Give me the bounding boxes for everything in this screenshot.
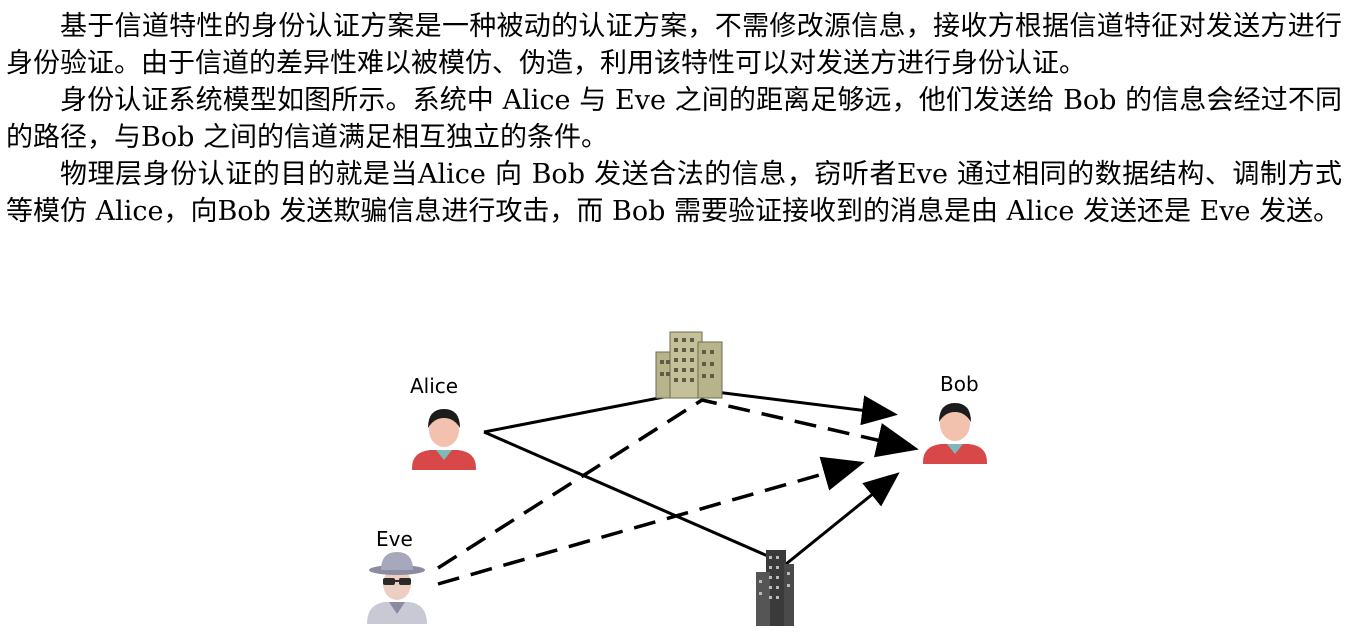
bob-label: Bob [940,372,979,396]
bottom-skyscraper-icon [756,550,794,626]
path-eve-direct [437,456,865,586]
body-text: 基于信道特性的身份认证方案是一种被动的认证方案，不需修改源信息，接收方根据信道特… [6,8,1342,230]
path-alice-via-skyscraper [483,430,900,566]
eve-spy-person-icon [367,552,427,624]
alice-person-icon [412,409,476,470]
top-building-icon [655,331,723,399]
paragraph-1: 基于信道特性的身份认证方案是一种被动的认证方案，不需修改源信息，接收方根据信道特… [6,11,1342,79]
path-eve-via-building [437,398,919,570]
bob-person-icon [923,403,987,464]
eve-label: Eve [376,527,413,551]
alice-label: Alice [410,374,458,398]
authentication-model-figure: Alice Bob Eve [367,331,987,626]
paragraph-3: 物理层身份认证的目的就是当Alice 向 Bob 发送合法的信息，窃听者Eve … [6,159,1342,227]
paragraph-2: 身份认证系统模型如图所示。系统中 Alice 与 Eve 之间的距离足够远，他们… [6,85,1342,153]
